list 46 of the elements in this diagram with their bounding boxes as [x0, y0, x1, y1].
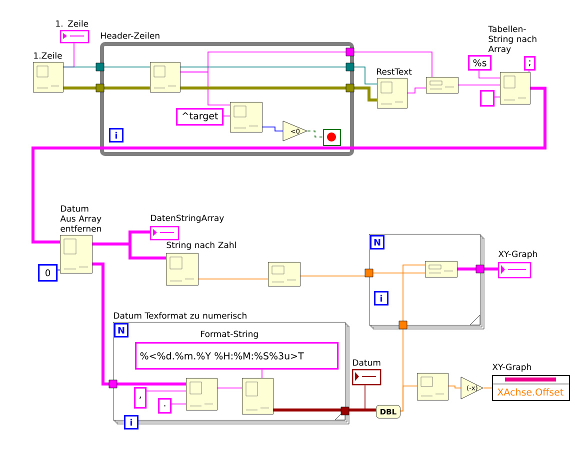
function-block [417, 373, 448, 400]
wire [92, 242, 166, 260]
wire [458, 84, 500, 86]
block-label: XY-Graph [498, 250, 537, 259]
function-block [230, 102, 262, 132]
block-label: 1.Zeile [34, 52, 62, 59]
wire [457, 268, 498, 270]
block-label: String nach Zahl [166, 242, 236, 250]
wire [63, 66, 150, 68]
block-label: RestText [377, 68, 412, 75]
block-label: Tabellen-String nach Array [488, 26, 536, 54]
constant-box [480, 90, 495, 107]
wire [180, 66, 378, 84]
wire [198, 278, 268, 280]
wire [494, 96, 500, 98]
block-label: XY-Graph [492, 364, 531, 372]
function-block [268, 262, 300, 286]
wire [180, 52, 432, 78]
function-block [150, 62, 180, 92]
loop-terminal: i [109, 128, 124, 142]
block-label: DatenStringArray [151, 214, 224, 223]
constant-box: ; [524, 56, 536, 71]
block-label: 1. Zeile [56, 20, 88, 27]
block-label: Datum Aus Array entfernen [60, 205, 102, 232]
constant-box: 0 [38, 264, 58, 282]
wire [478, 70, 500, 78]
block-label: Datum [353, 359, 380, 366]
wire [400, 386, 418, 412]
wire [63, 86, 150, 90]
constant-box: %s [468, 55, 492, 71]
property-node: XAchse.Offset [492, 375, 570, 401]
wire [407, 88, 426, 94]
constant-box: ^target [176, 108, 224, 126]
wire [300, 272, 426, 276]
block-label: Datum Texformat zu numerisch [114, 312, 246, 319]
loop-terminal: i [374, 291, 388, 306]
loop-terminal: N [370, 235, 384, 250]
function-block [425, 261, 458, 278]
block-label: Header-Zeilen [101, 32, 160, 39]
wire [32, 86, 546, 244]
wire [180, 86, 377, 102]
wire [448, 386, 462, 388]
wire [262, 126, 284, 132]
wire [307, 130, 324, 138]
stop-button [323, 129, 341, 146]
function-block [426, 77, 458, 94]
